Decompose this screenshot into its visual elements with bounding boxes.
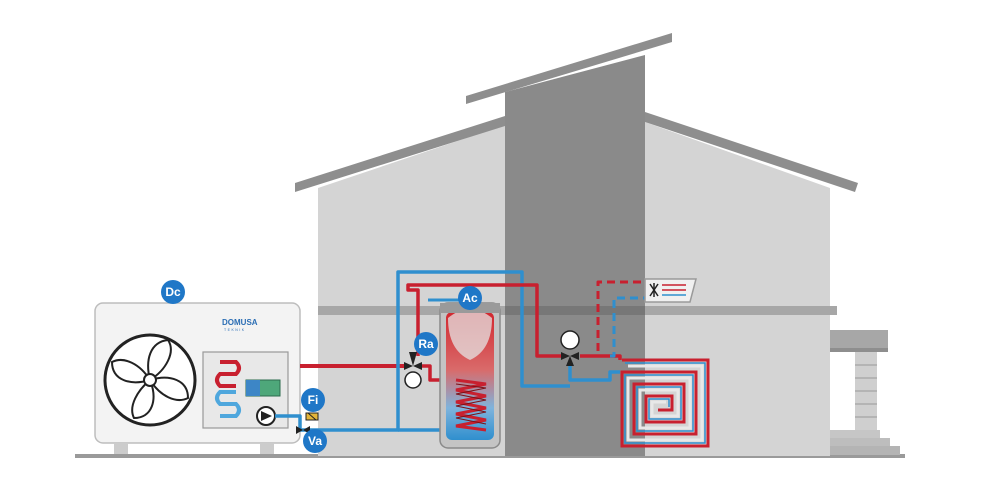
filter-icon [305, 412, 319, 421]
unit-hot-coil [215, 360, 241, 388]
brand-subtitle: TEKNIK [224, 328, 246, 332]
fancoil-return-pipe [610, 296, 650, 358]
heating-hot-pipe [406, 283, 562, 358]
porch-steps [830, 430, 900, 455]
house-right-roof [645, 112, 858, 192]
brand-logo: DOMUSA [222, 318, 258, 327]
badge-fi: Fi [301, 388, 325, 412]
badge-va-label: Va [308, 434, 322, 448]
house [295, 33, 900, 456]
pump-icon [256, 406, 276, 426]
fan-icon [103, 333, 197, 427]
badge-va: Va [303, 429, 327, 453]
badge-dc-label: Dc [165, 285, 181, 299]
unit-cold-coil [215, 390, 241, 418]
badge-ra-label: Ra [418, 337, 434, 351]
hot-water-tank [439, 302, 501, 449]
floor-band-tower [505, 306, 645, 315]
badge-ac: Ac [458, 286, 482, 310]
underfloor-heating-spiral [620, 358, 710, 448]
unit-return-pipe [275, 270, 570, 432]
floor-band-right [645, 306, 837, 315]
badge-ra: Ra [414, 332, 438, 356]
three-way-valve-icon [404, 352, 422, 389]
floor-band-left [318, 306, 505, 315]
house-tower-roof [466, 33, 672, 104]
floor-return-pipe [568, 364, 620, 382]
tank-dome [448, 309, 492, 360]
fan-coil-icon [644, 278, 697, 303]
fancoil-hot-pipe [590, 280, 648, 358]
porch-column [855, 352, 877, 430]
badge-dc: Dc [161, 280, 185, 304]
tank-heating-coil [455, 378, 487, 432]
house-tower [505, 55, 645, 456]
house-left-roof [295, 116, 505, 192]
outdoor-heat-pump-unit: DOMUSA TEKNIK [94, 302, 301, 454]
porch-roof [830, 330, 888, 350]
badge-ac-label: Ac [462, 291, 478, 305]
porch-roof-trim [830, 348, 888, 352]
three-way-valve-heating-icon [560, 330, 580, 366]
badge-fi-label: Fi [308, 393, 319, 407]
